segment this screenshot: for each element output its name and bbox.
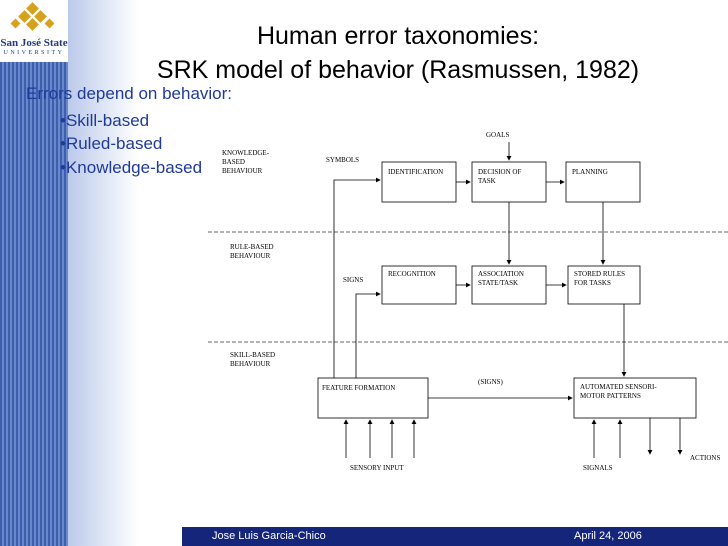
decision-label-1: DECISION OF — [478, 168, 521, 176]
identification-label: IDENTIFICATION — [388, 168, 443, 176]
knowledge-level-label-3: BEHAVIOUR — [222, 167, 263, 175]
stored-rules-label-2: FOR TASKS — [574, 279, 611, 287]
symbols-label: SYMBOLS — [326, 156, 359, 164]
logo-emblem-icon — [10, 2, 55, 31]
automated-patterns-box — [573, 377, 697, 419]
automated-label-2: MOTOR PATTERNS — [580, 392, 641, 400]
rule-level-label-1: RULE-BASED — [230, 243, 274, 251]
signs-label: SIGNS — [343, 276, 363, 284]
sensory-input-label: SENSORY INPUT — [350, 464, 404, 472]
slide-title-line2: SRK model of behavior (Rasmussen, 1982) — [156, 56, 640, 84]
symbols-path-arrow — [333, 177, 381, 378]
feature-formation-label: FEATURE FORMATION — [322, 384, 395, 392]
association-label-2: STATE/TASK — [478, 279, 518, 287]
skill-level-label-2: BEHAVIOUR — [230, 360, 271, 368]
logo-subtitle: UNIVERSITY — [3, 50, 65, 56]
footer-bar — [182, 527, 728, 546]
skill-level-label-1: SKILL-BASED — [230, 351, 275, 359]
stored-rules-label-1: STORED RULES — [574, 270, 625, 278]
stored-rules-box — [567, 265, 641, 305]
bullet-rule: •Ruled-based — [60, 134, 163, 153]
goals-label: GOALS — [486, 131, 509, 139]
signs-path-arrow — [355, 291, 381, 378]
slide-title-line1: Human error taxonomies: — [256, 22, 540, 50]
recognition-label: RECOGNITION — [388, 270, 436, 278]
footer-date: April 24, 2006 — [574, 530, 642, 542]
automated-label-1: AUTOMATED SENSORI- — [580, 383, 657, 391]
bullet-heading: Errors depend on behavior: — [26, 84, 233, 103]
bullet-skill: •Skill-based — [60, 111, 150, 130]
signs-paren-label: (SIGNS) — [478, 378, 504, 386]
knowledge-level-label-2: BASED — [222, 158, 245, 166]
actions-label: ACTIONS — [690, 454, 720, 462]
university-logo: San José State UNIVERSITY — [0, 0, 68, 62]
bullet-knowledge: •Knowledge-based — [60, 158, 203, 177]
left-decorative-strip — [0, 0, 68, 546]
knowledge-level-label-1: KNOWLEDGE- — [222, 149, 270, 157]
footer-author: Jose Luis Garcia-Chico — [212, 530, 326, 542]
left-gradient-fade — [68, 0, 138, 546]
association-label-1: ASSOCIATION — [478, 270, 524, 278]
rule-level-label-2: BEHAVIOUR — [230, 252, 271, 260]
signals-label: SIGNALS — [583, 464, 613, 472]
decision-label-2: TASK — [478, 177, 496, 185]
logo-name: San José State — [0, 37, 68, 49]
planning-label: PLANNING — [572, 168, 608, 176]
